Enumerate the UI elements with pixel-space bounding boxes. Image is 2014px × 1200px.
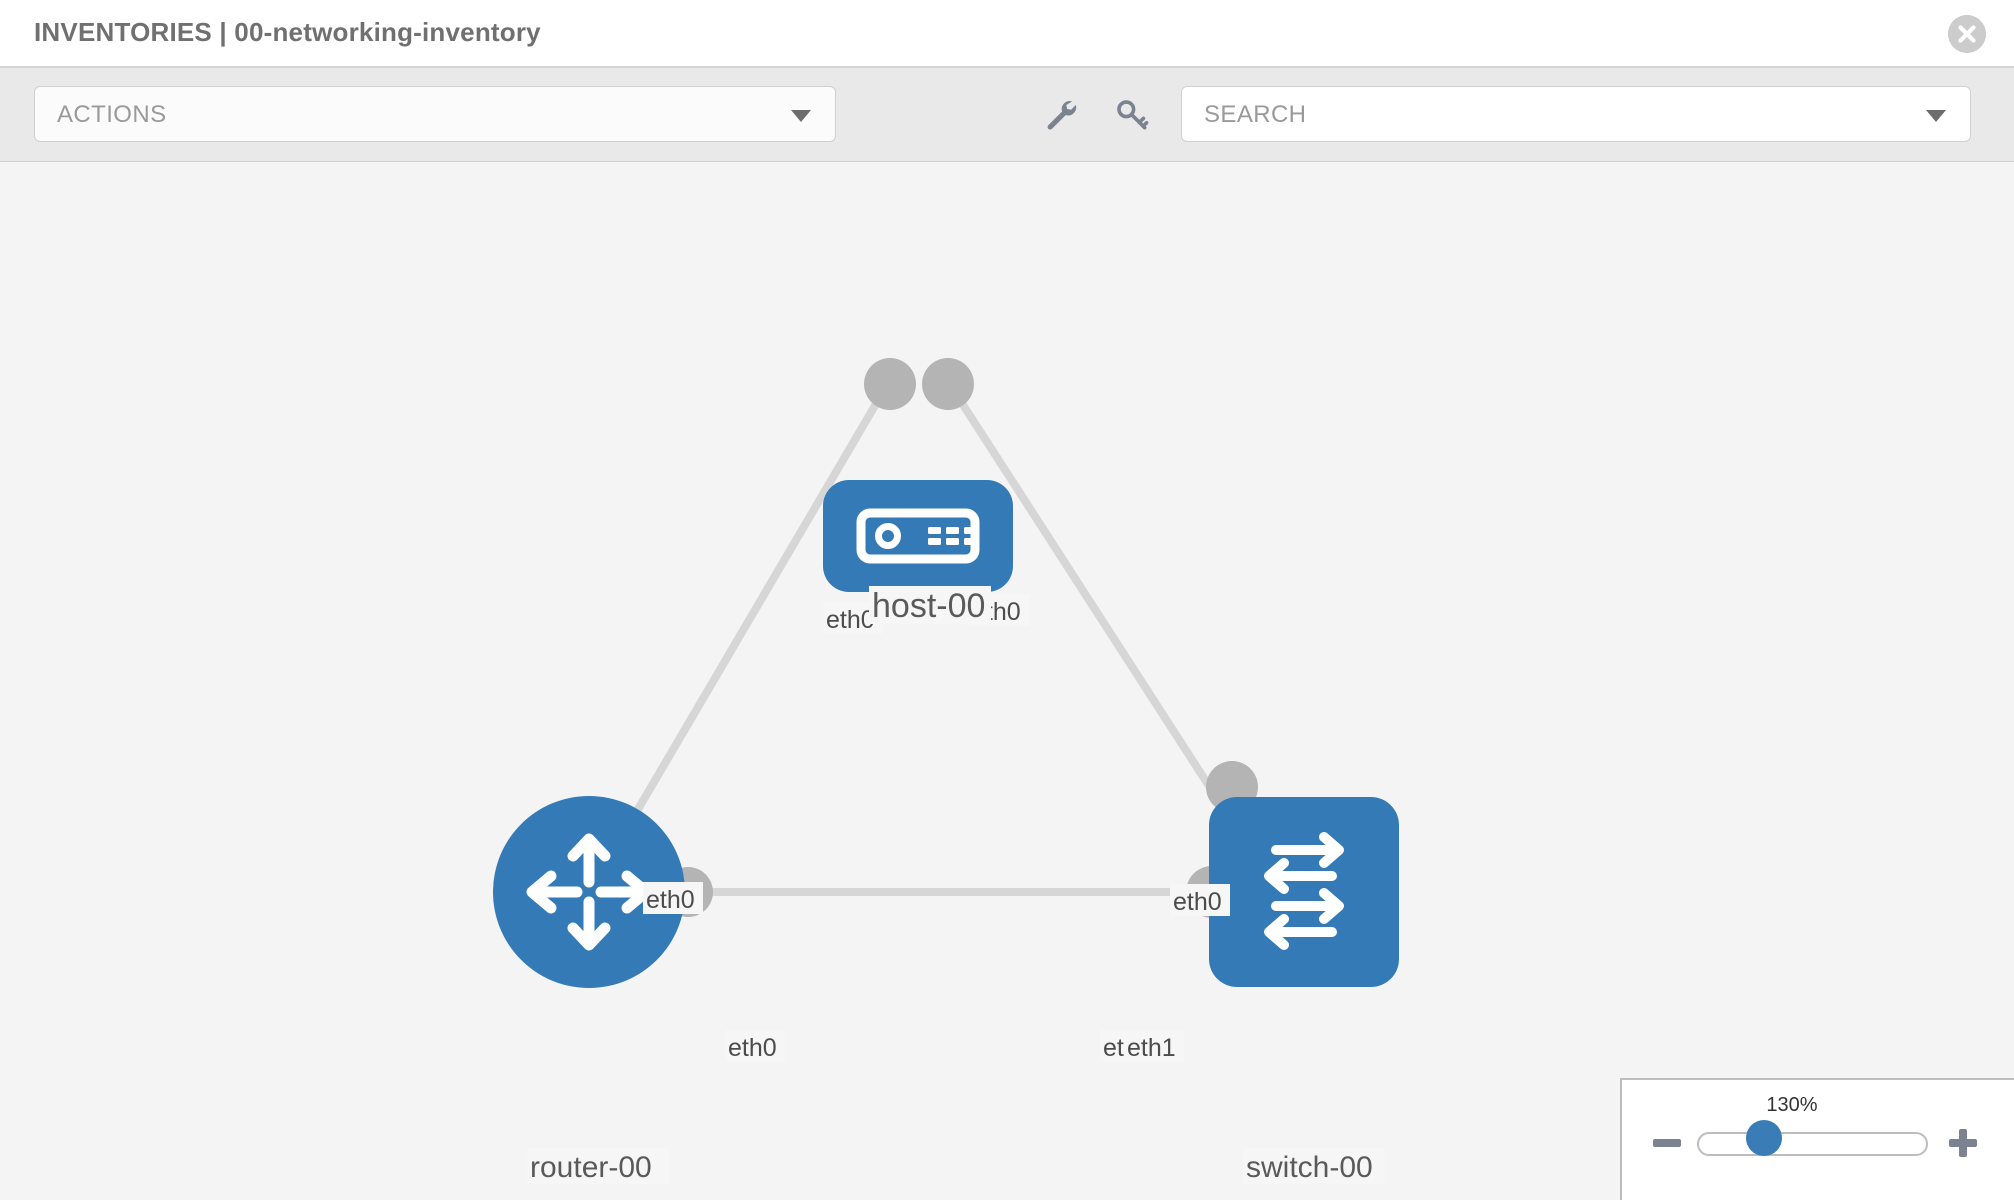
node-label-switch-00: switch-00: [1243, 1148, 1385, 1184]
close-icon[interactable]: [1948, 15, 1986, 53]
iface-label-text: eth0: [826, 606, 875, 634]
node-label-text: host-00: [872, 587, 985, 625]
zoom-slider-thumb[interactable]: [1746, 1120, 1782, 1156]
iface-label-text: eth1: [1127, 1034, 1176, 1062]
zoom-slider-track[interactable]: [1697, 1132, 1928, 1156]
key-icon[interactable]: [1113, 96, 1151, 134]
actions-dropdown[interactable]: ACTIONS: [34, 86, 836, 142]
zoom-in-button[interactable]: [1946, 1126, 1980, 1160]
wrench-icon[interactable]: [1043, 96, 1081, 134]
search-input[interactable]: [1202, 87, 1896, 143]
node-labels: host-00 router-00 switch-00: [527, 586, 1385, 1184]
node-host-00[interactable]: [823, 480, 1013, 592]
node-label-router-00: router-00: [527, 1148, 669, 1184]
topology-canvas[interactable]: eth0 eth0 eth0 eth0 eth0: [0, 162, 2014, 1200]
zoom-panel: 130%: [1620, 1078, 2014, 1200]
link-host-router[interactable]: [616, 377, 894, 843]
node-router-00[interactable]: [493, 796, 685, 988]
node-label-text: switch-00: [1246, 1151, 1373, 1184]
iface-label-text: eth0: [1173, 888, 1222, 916]
iface-label-router-up: eth0: [643, 882, 703, 914]
port-host-right[interactable]: [922, 358, 974, 410]
node-label-host-00: host-00: [869, 586, 991, 625]
search-chevron-down-icon[interactable]: [1926, 110, 1946, 122]
page-header: INVENTORIES | 00-networking-inventory: [0, 0, 2014, 68]
search-box[interactable]: [1181, 86, 1971, 143]
iface-label-switch-up: eth0: [1170, 884, 1230, 916]
zoom-level-label: 130%: [1766, 1094, 1818, 1116]
iface-label-switch-left: eth1: [1124, 1030, 1184, 1062]
interface-labels: eth0 eth0 eth0 eth0 eth0: [643, 594, 1230, 1062]
iface-label-text: eth0: [646, 886, 695, 914]
topology-graph[interactable]: eth0 eth0 eth0 eth0 eth0: [0, 162, 2014, 1200]
topology-links: [616, 377, 1244, 896]
port-host-left[interactable]: [864, 358, 916, 410]
page-title: INVENTORIES | 00-networking-inventory: [34, 17, 541, 47]
link-host-switch[interactable]: [943, 377, 1244, 837]
node-switch-00[interactable]: [1209, 797, 1399, 987]
node-label-text: router-00: [530, 1151, 652, 1184]
chevron-down-icon: [791, 110, 811, 122]
zoom-out-button[interactable]: [1650, 1126, 1684, 1160]
actions-dropdown-label: ACTIONS: [57, 101, 167, 128]
iface-label-router-right: eth0: [725, 1030, 785, 1062]
toolbar: ACTIONS: [0, 68, 2014, 162]
iface-label-text: eth0: [728, 1034, 777, 1062]
topology-ports: [663, 358, 1258, 918]
